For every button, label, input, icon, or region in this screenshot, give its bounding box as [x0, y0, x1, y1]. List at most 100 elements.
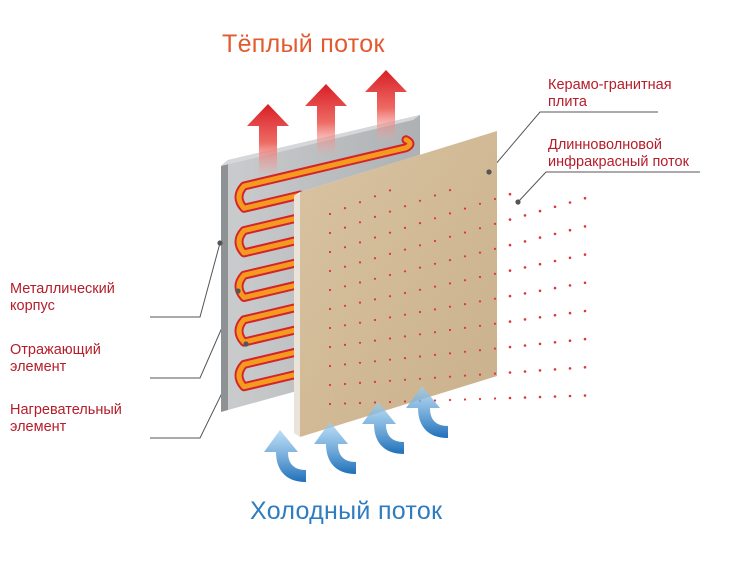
infrared-dot: [418, 244, 422, 247]
infrared-dot: [568, 394, 572, 398]
infrared-dot: [568, 284, 572, 287]
infrared-dot: [418, 333, 422, 336]
infrared-dot: [403, 205, 407, 208]
infrared-dot: [493, 222, 497, 225]
infrared-dot: [433, 331, 437, 334]
infrared-dot: [583, 337, 587, 341]
infrared-dot: [463, 350, 467, 353]
infrared-dot: [553, 259, 557, 263]
infrared-dot: [538, 316, 542, 319]
infrared-dot: [568, 339, 572, 343]
label-infrared-flow: Длинноволновой инфракрасный поток: [548, 137, 689, 171]
infrared-dot: [388, 358, 392, 361]
infrared-dot: [358, 241, 362, 244]
infrared-dot: [388, 189, 392, 192]
infrared-dot: [478, 300, 482, 303]
infrared-dot: [463, 326, 467, 329]
infrared-dot: [568, 228, 572, 232]
cold-arrows: [264, 386, 448, 482]
infrared-dot: [328, 364, 332, 368]
infrared-dot: [373, 195, 377, 198]
infrared-dot: [553, 341, 557, 344]
infrared-dot: [478, 349, 482, 352]
label-reflector-line2: элемент: [10, 359, 67, 375]
infrared-dot: [448, 398, 452, 402]
infrared-dot: [373, 215, 377, 218]
infrared-dot: [373, 401, 377, 404]
infrared-dot: [523, 396, 527, 399]
infrared-dot: [343, 265, 347, 268]
infrared-dot: [583, 309, 587, 313]
infrared-dot: [538, 209, 542, 213]
infrared-dot: [373, 277, 377, 280]
label-heater: Нагревательный элемент: [10, 402, 122, 436]
infrared-dot: [343, 382, 347, 386]
infrared-dot: [508, 269, 512, 272]
infrared-dot: [538, 342, 542, 346]
infrared-dot: [448, 189, 452, 192]
up-arrow-icon: [365, 70, 407, 140]
infrared-dot: [448, 235, 452, 238]
infrared-dot: [358, 221, 362, 224]
infrared-dot: [553, 205, 557, 209]
label-heater-line2: элемент: [10, 419, 67, 435]
infrared-dot: [448, 352, 452, 355]
infrared-dot: [388, 231, 392, 234]
infrared-dot: [478, 227, 482, 230]
infrared-dot: [583, 225, 587, 228]
infrared-dot: [418, 355, 422, 358]
infrared-dot: [403, 335, 407, 338]
infrared-dot: [583, 196, 587, 200]
infrared-dot: [328, 307, 332, 311]
infrared-dot: [508, 371, 512, 374]
infrared-dot: [463, 279, 467, 282]
infrared-dot: [448, 375, 452, 378]
infrared-dot: [388, 400, 392, 404]
infrared-dot: [403, 357, 407, 360]
infrared-dot: [328, 250, 332, 254]
infrared-dot: [388, 379, 392, 382]
infrared-dot: [508, 294, 512, 298]
infrared-dot: [463, 207, 467, 210]
infrared-dot: [388, 252, 392, 255]
infrared-dot: [478, 324, 482, 327]
infrared-dot: [583, 281, 587, 285]
infrared-dot: [343, 324, 347, 327]
infrared-dot: [343, 402, 347, 405]
label-ceramic-plate-line1: Керамо-гранитная: [548, 77, 672, 93]
infrared-dot: [328, 402, 332, 406]
label-reflector-line1: Отражающий: [10, 342, 101, 358]
infrared-dot: [538, 289, 542, 293]
infrared-dot: [358, 401, 362, 405]
infrared-dot: [358, 341, 362, 344]
infrared-dot: [523, 214, 527, 217]
infrared-dot: [433, 399, 437, 402]
infrared-dot: [553, 286, 557, 290]
infrared-dot: [388, 295, 392, 298]
infrared-dot: [493, 197, 497, 201]
infrared-dot: [523, 240, 527, 243]
infrared-dot: [463, 231, 467, 234]
infrared-dot: [343, 246, 347, 249]
leader-metal-case: [150, 242, 221, 318]
infrared-dot: [418, 310, 422, 314]
infrared-dot: [388, 210, 392, 213]
infrared-dot: [343, 363, 347, 366]
infrared-dot: [403, 291, 407, 295]
infrared-dot: [403, 248, 407, 251]
infrared-dot: [493, 347, 497, 350]
infrared-dot: [493, 397, 497, 400]
label-metal-case-line2: корпус: [10, 298, 55, 314]
infrared-dot: [478, 397, 482, 401]
infrared-dot: [553, 313, 557, 317]
infrared-dot: [373, 236, 377, 239]
infrared-dot: [328, 288, 332, 292]
infrared-dot: [493, 322, 497, 325]
cold-flow-title: Холодный поток: [250, 497, 443, 525]
infrared-dot: [418, 222, 422, 225]
infrared-dot: [478, 251, 482, 254]
infrared-dot: [418, 377, 422, 380]
infrared-dot: [523, 318, 527, 321]
warm-arrows: [247, 70, 407, 174]
infrared-dot: [358, 301, 362, 304]
